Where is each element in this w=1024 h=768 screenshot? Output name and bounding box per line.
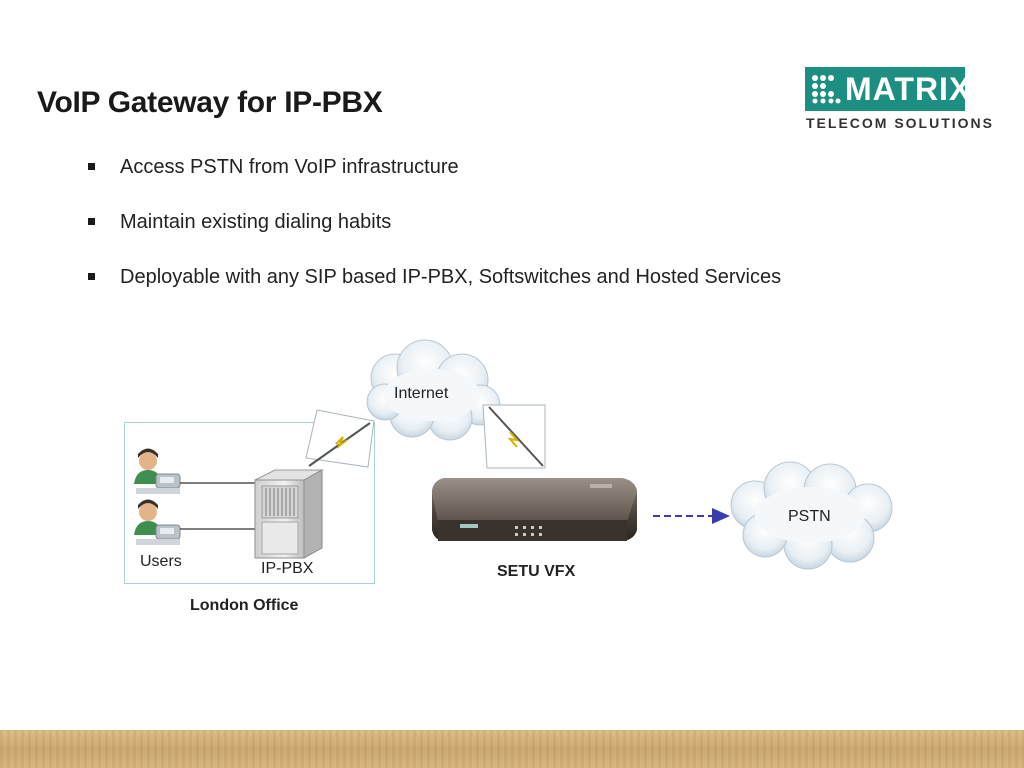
logo-wordmark: MATRIX [845, 71, 972, 107]
bullet-square-icon [88, 273, 95, 280]
office-label: London Office [190, 597, 299, 614]
london-office-box [124, 422, 375, 584]
bullet-text: Deployable with any SIP based IP-PBX, So… [120, 266, 782, 288]
ipbx-label: IP-PBX [261, 560, 314, 577]
wireless-link-icon [482, 404, 546, 469]
internet-label: Internet [394, 385, 449, 402]
logo-tagline: TELECOM SOLUTIONS [806, 115, 994, 131]
pstn-label: PSTN [788, 508, 831, 525]
bullet-square-icon [88, 218, 95, 225]
matrix-logo: MATRIX TELECOM SOLUTIONS [805, 67, 992, 133]
bullet-text: Maintain existing dialing habits [120, 211, 392, 233]
users-label: Users [140, 553, 182, 570]
footer-band [0, 730, 1024, 768]
gateway-label: SETU VFX [497, 563, 576, 580]
bullet-text: Access PSTN from VoIP infrastructure [120, 156, 459, 178]
gateway-device-icon [432, 478, 637, 541]
slide-title: VoIP Gateway for IP-PBX [37, 86, 383, 119]
logo-badge: MATRIX [805, 67, 970, 111]
bullet-square-icon [88, 163, 95, 170]
logo-dots-icon [812, 75, 841, 104]
